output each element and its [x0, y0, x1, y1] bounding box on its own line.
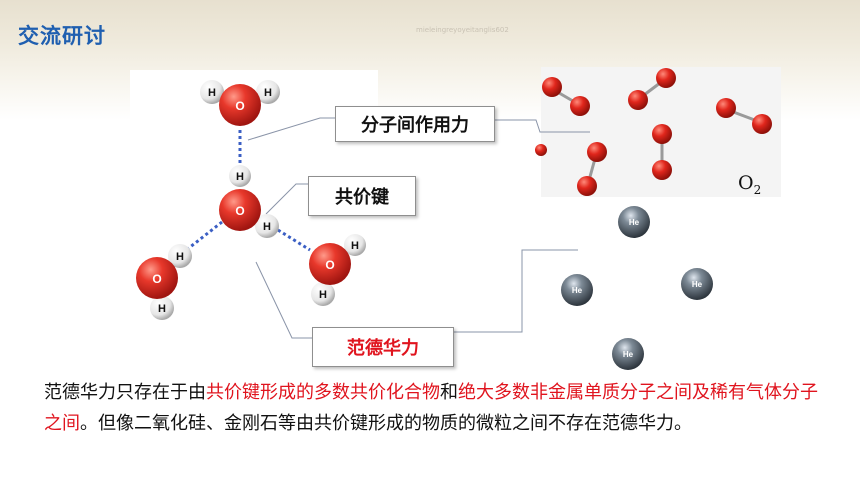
paragraph-text: 和 [440, 382, 458, 403]
hydrogen-atom [168, 244, 192, 268]
hydrogen-symbol: H [351, 240, 359, 252]
water-molecule-right [309, 234, 366, 306]
helium-atom [681, 268, 713, 300]
oxygen-atom [136, 257, 178, 299]
o2-molecule [652, 124, 672, 180]
hydrogen-symbol: H [158, 303, 166, 315]
oxygen-symbol: O [235, 99, 244, 113]
water-molecule-left [136, 244, 192, 320]
oxygen-symbol: O [152, 272, 161, 286]
o2-formula-label: O2 [738, 172, 761, 197]
helium-symbol: He [629, 218, 640, 227]
highlight-covalent-compounds: 共价键形成的多数共价化合物 [206, 382, 440, 403]
oxygen-molecules [535, 68, 772, 196]
hydrogen-atom [200, 80, 224, 104]
oxygen-symbol: O [325, 258, 334, 272]
hydrogen-atom [311, 282, 335, 306]
leader-lines [247, 117, 590, 339]
oxygen-atom [309, 243, 351, 285]
helium-atom [618, 206, 650, 238]
hydrogen-atom [255, 214, 279, 238]
oxygen-atom [219, 84, 261, 126]
intermolecular-force-label: 分子间作用力 [335, 106, 495, 142]
helium-atoms [561, 206, 713, 370]
explanation-paragraph: 范德华力只存在于由共价键形成的多数共价化合物和绝大多数非金属单质分子之间及稀有气… [44, 377, 824, 439]
paragraph-text: 。但像二氧化硅、金刚石等由共价键形成的物质的微粒之间不存在范德华力。 [80, 413, 692, 434]
hydrogen-atom [150, 296, 174, 320]
hydrogen-atom [229, 165, 251, 187]
helium-symbol: He [623, 350, 634, 359]
helium-atom [561, 274, 593, 306]
o2-molecule [628, 68, 676, 110]
water-molecule-top [200, 80, 280, 126]
van-der-waals-label: 范德华力 [312, 327, 454, 367]
hydrogen-symbol: H [208, 87, 216, 99]
o2-subscript: 2 [753, 182, 762, 197]
covalent-bond-label: 共价键 [308, 176, 416, 216]
o2-molecule [716, 98, 772, 134]
hydrogen-symbol: H [319, 289, 327, 301]
paragraph-text: 范德华力只存在于由 [44, 382, 206, 403]
hydrogen-atom [256, 80, 280, 104]
oxygen-atom [219, 189, 261, 231]
hydrogen-symbol: H [263, 221, 271, 233]
highlight-nonmetal-molecules: 绝大多数非金属单质分子之间及稀有气体分子之间 [44, 382, 818, 434]
watermark: mieleingreyoyeitanglis602 [416, 26, 509, 34]
oxygen-symbol: O [235, 204, 244, 218]
o2-formula: O [738, 172, 754, 194]
helium-symbol: He [572, 286, 583, 295]
page-title: 交流研讨 [18, 24, 106, 48]
o2-molecule [577, 142, 607, 196]
helium-atom [612, 338, 644, 370]
o2-molecule [542, 77, 590, 116]
hydrogen-symbol: H [176, 251, 184, 263]
helium-symbol: He [692, 280, 703, 289]
hydrogen-symbol: H [236, 171, 244, 183]
hydrogen-symbol: H [264, 87, 272, 99]
hydrogen-atom [344, 234, 366, 256]
water-molecule-center [219, 165, 279, 238]
